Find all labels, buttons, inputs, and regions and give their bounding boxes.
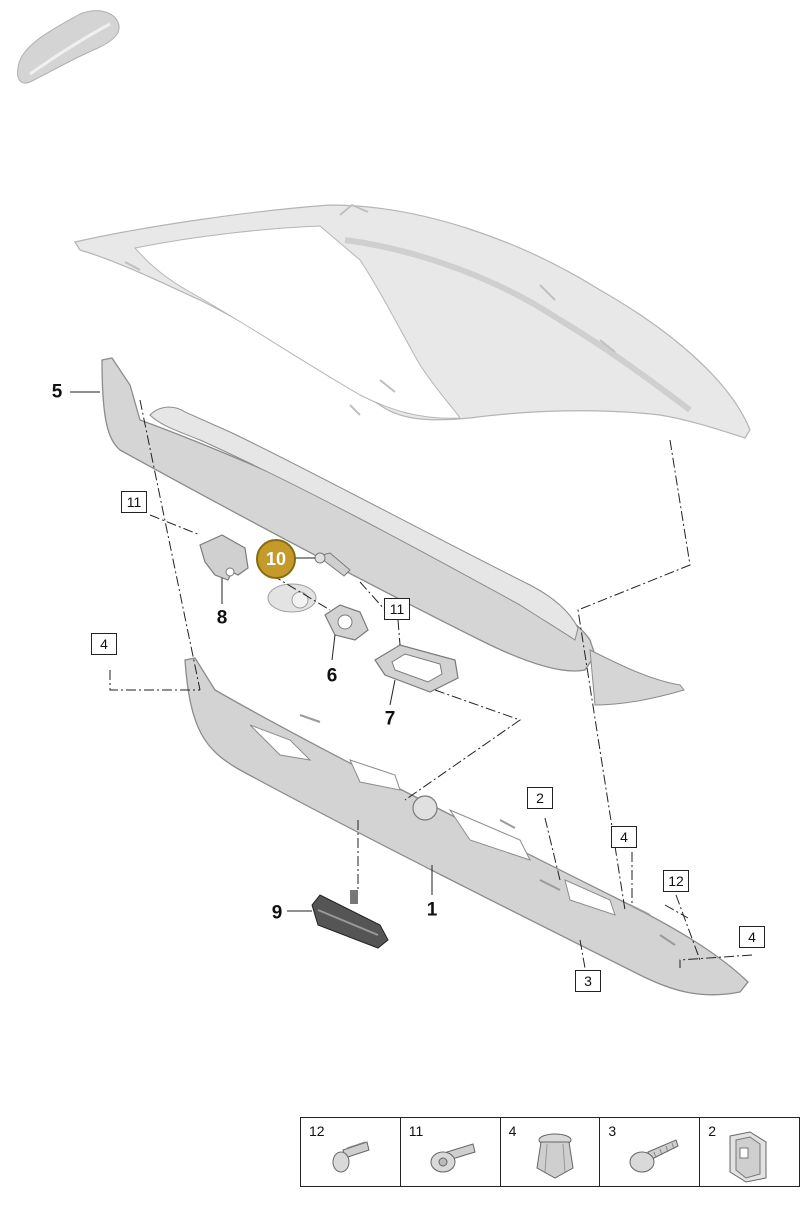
part-8-bracket [199, 534, 249, 581]
boxed-callout-4-left: 4 [91, 633, 117, 655]
legend-number: 2 [708, 1123, 716, 1139]
boxed-callout-3: 3 [575, 970, 601, 992]
boxed-callout-12: 12 [663, 870, 689, 892]
boxed-callout-11-right: 11 [384, 598, 410, 620]
legend-cell-4[interactable]: 4 [501, 1118, 601, 1186]
callout-6: 6 [326, 665, 338, 687]
boxed-callout-4-middle: 4 [611, 826, 637, 848]
boxed-callout-2: 2 [527, 787, 553, 809]
callout-7: 7 [384, 708, 396, 730]
spring-clip-icon [729, 1131, 767, 1183]
legend-cell-3[interactable]: 3 [600, 1118, 701, 1186]
part-7-frame [374, 644, 459, 693]
car-thumbnail-icon [17, 10, 120, 84]
tailgate-panel [74, 203, 751, 439]
boxed-callout-11-left: 11 [121, 491, 147, 513]
legend-cell-11[interactable]: 11 [401, 1118, 501, 1186]
flange-screw-icon [430, 1143, 476, 1173]
callout-8: 8 [216, 607, 228, 629]
callout-10-highlighted[interactable]: 10 [256, 539, 296, 579]
leader-lines [70, 391, 433, 912]
guide-lines [109, 399, 753, 969]
part-10-screw [314, 552, 351, 577]
part-9-handle [311, 890, 389, 949]
fastener-legend: 12 11 4 3 2 [300, 1117, 800, 1187]
part-6-holder [324, 604, 369, 641]
boxed-callout-4-right: 4 [739, 926, 765, 948]
callout-9: 9 [271, 902, 283, 924]
legend-cell-2[interactable]: 2 [700, 1118, 799, 1186]
legend-cell-12[interactable]: 12 [301, 1118, 401, 1186]
callout-5: 5 [51, 381, 63, 403]
legend-number: 4 [508, 1123, 517, 1139]
part-1-lower-trim [184, 657, 749, 996]
legend-number: 12 [309, 1123, 325, 1139]
part-5-upper-trim [101, 357, 685, 706]
callout-1: 1 [426, 899, 438, 921]
camera-module [267, 583, 317, 613]
legend-number: 11 [408, 1123, 424, 1139]
legend-number: 3 [608, 1123, 617, 1139]
clip-rivet-icon [536, 1133, 574, 1179]
self-tap-screw-icon [629, 1139, 680, 1173]
bolt-icon [332, 1141, 370, 1173]
